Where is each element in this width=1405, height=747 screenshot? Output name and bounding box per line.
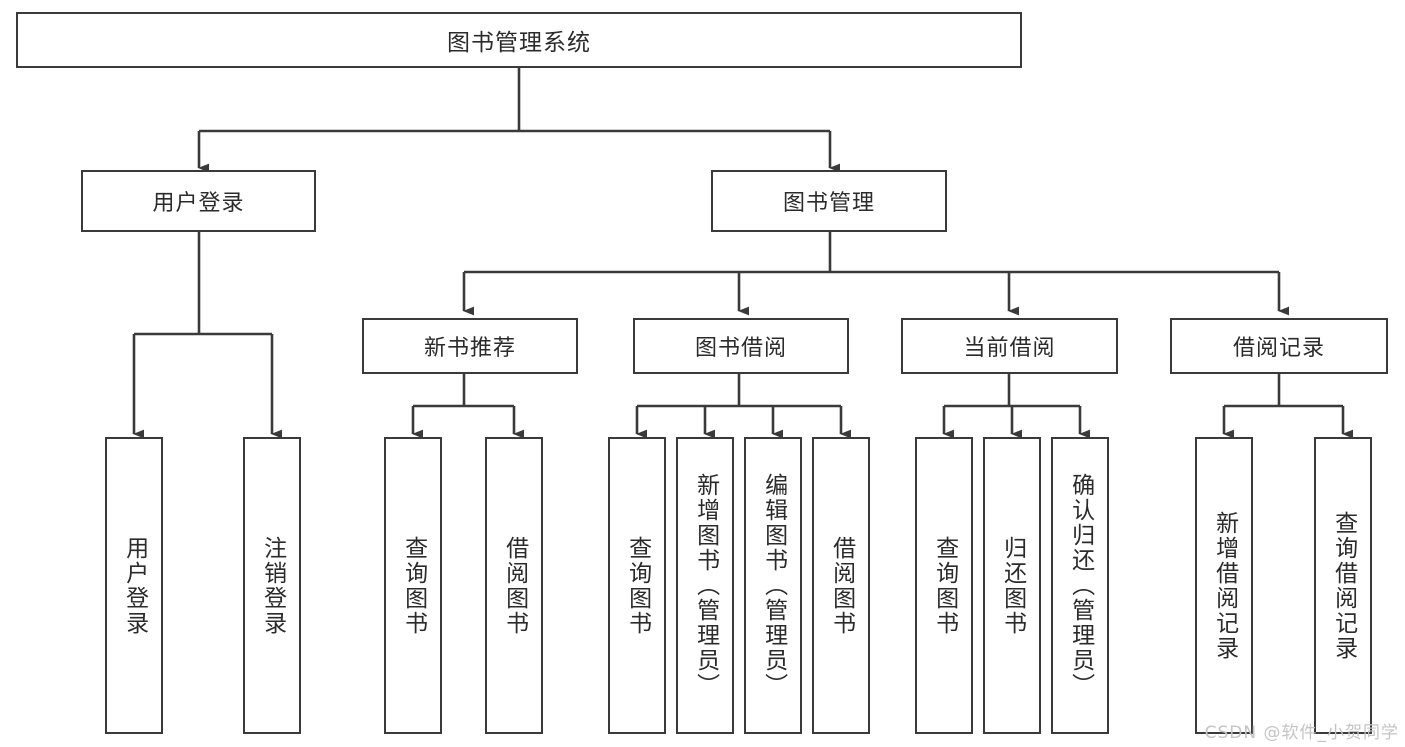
leaf-borrow-add-book-admin[interactable]: 新增图书（管理员） — [676, 437, 734, 734]
node-book-borrow[interactable]: 图书借阅 — [633, 318, 849, 374]
node-label: 新增图书（管理员） — [692, 473, 719, 698]
node-label: 借阅图书 — [501, 535, 528, 636]
csdn-watermark: CSDN @软件_小贺同学 — [1204, 723, 1399, 743]
node-root-system[interactable]: 图书管理系统 — [16, 12, 1022, 68]
leaf-current-return-book[interactable]: 归还图书 — [983, 437, 1041, 734]
node-user-login[interactable]: 用户登录 — [81, 170, 316, 232]
node-label: 借阅记录 — [1232, 336, 1325, 361]
node-label: 图书管理 — [782, 191, 875, 216]
node-label: 查询图书 — [931, 535, 958, 636]
leaf-user-login[interactable]: 用户登录 — [105, 437, 163, 734]
node-label: 用户登录 — [121, 535, 148, 636]
node-label: 确认归还（管理员） — [1067, 473, 1094, 698]
node-label: 归还图书 — [999, 535, 1026, 636]
node-label: 当前借阅 — [963, 336, 1056, 361]
node-label: 注销登录 — [259, 535, 286, 636]
node-book-management[interactable]: 图书管理 — [711, 170, 947, 232]
node-label: 新增借阅记录 — [1211, 510, 1238, 661]
node-label: 用户登录 — [152, 191, 245, 216]
leaf-record-add-record[interactable]: 新增借阅记录 — [1195, 437, 1253, 734]
node-new-book-recommend[interactable]: 新书推荐 — [362, 318, 578, 374]
leaf-current-query-book[interactable]: 查询图书 — [915, 437, 973, 734]
leaf-user-logout[interactable]: 注销登录 — [243, 437, 301, 734]
node-label: 查询借阅记录 — [1330, 510, 1357, 661]
node-label: 图书管理系统 — [447, 30, 591, 56]
node-label: 图书借阅 — [694, 336, 787, 361]
leaf-borrow-edit-book-admin[interactable]: 编辑图书（管理员） — [744, 437, 802, 734]
leaf-current-confirm-return-admin[interactable]: 确认归还（管理员） — [1051, 437, 1109, 734]
node-label: 借阅图书 — [828, 535, 855, 636]
node-label: 编辑图书（管理员） — [760, 473, 787, 698]
leaf-borrow-query-book[interactable]: 查询图书 — [608, 437, 666, 734]
node-label: 查询图书 — [624, 535, 651, 636]
node-borrow-record[interactable]: 借阅记录 — [1170, 318, 1388, 374]
node-current-borrow[interactable]: 当前借阅 — [901, 318, 1118, 374]
leaf-recommend-borrow-book[interactable]: 借阅图书 — [485, 437, 543, 734]
leaf-recommend-query-book[interactable]: 查询图书 — [384, 437, 442, 734]
node-label: 查询图书 — [400, 535, 427, 636]
leaf-record-query-record[interactable]: 查询借阅记录 — [1314, 437, 1372, 734]
node-label: 新书推荐 — [423, 336, 516, 361]
leaf-borrow-borrow-book[interactable]: 借阅图书 — [812, 437, 870, 734]
